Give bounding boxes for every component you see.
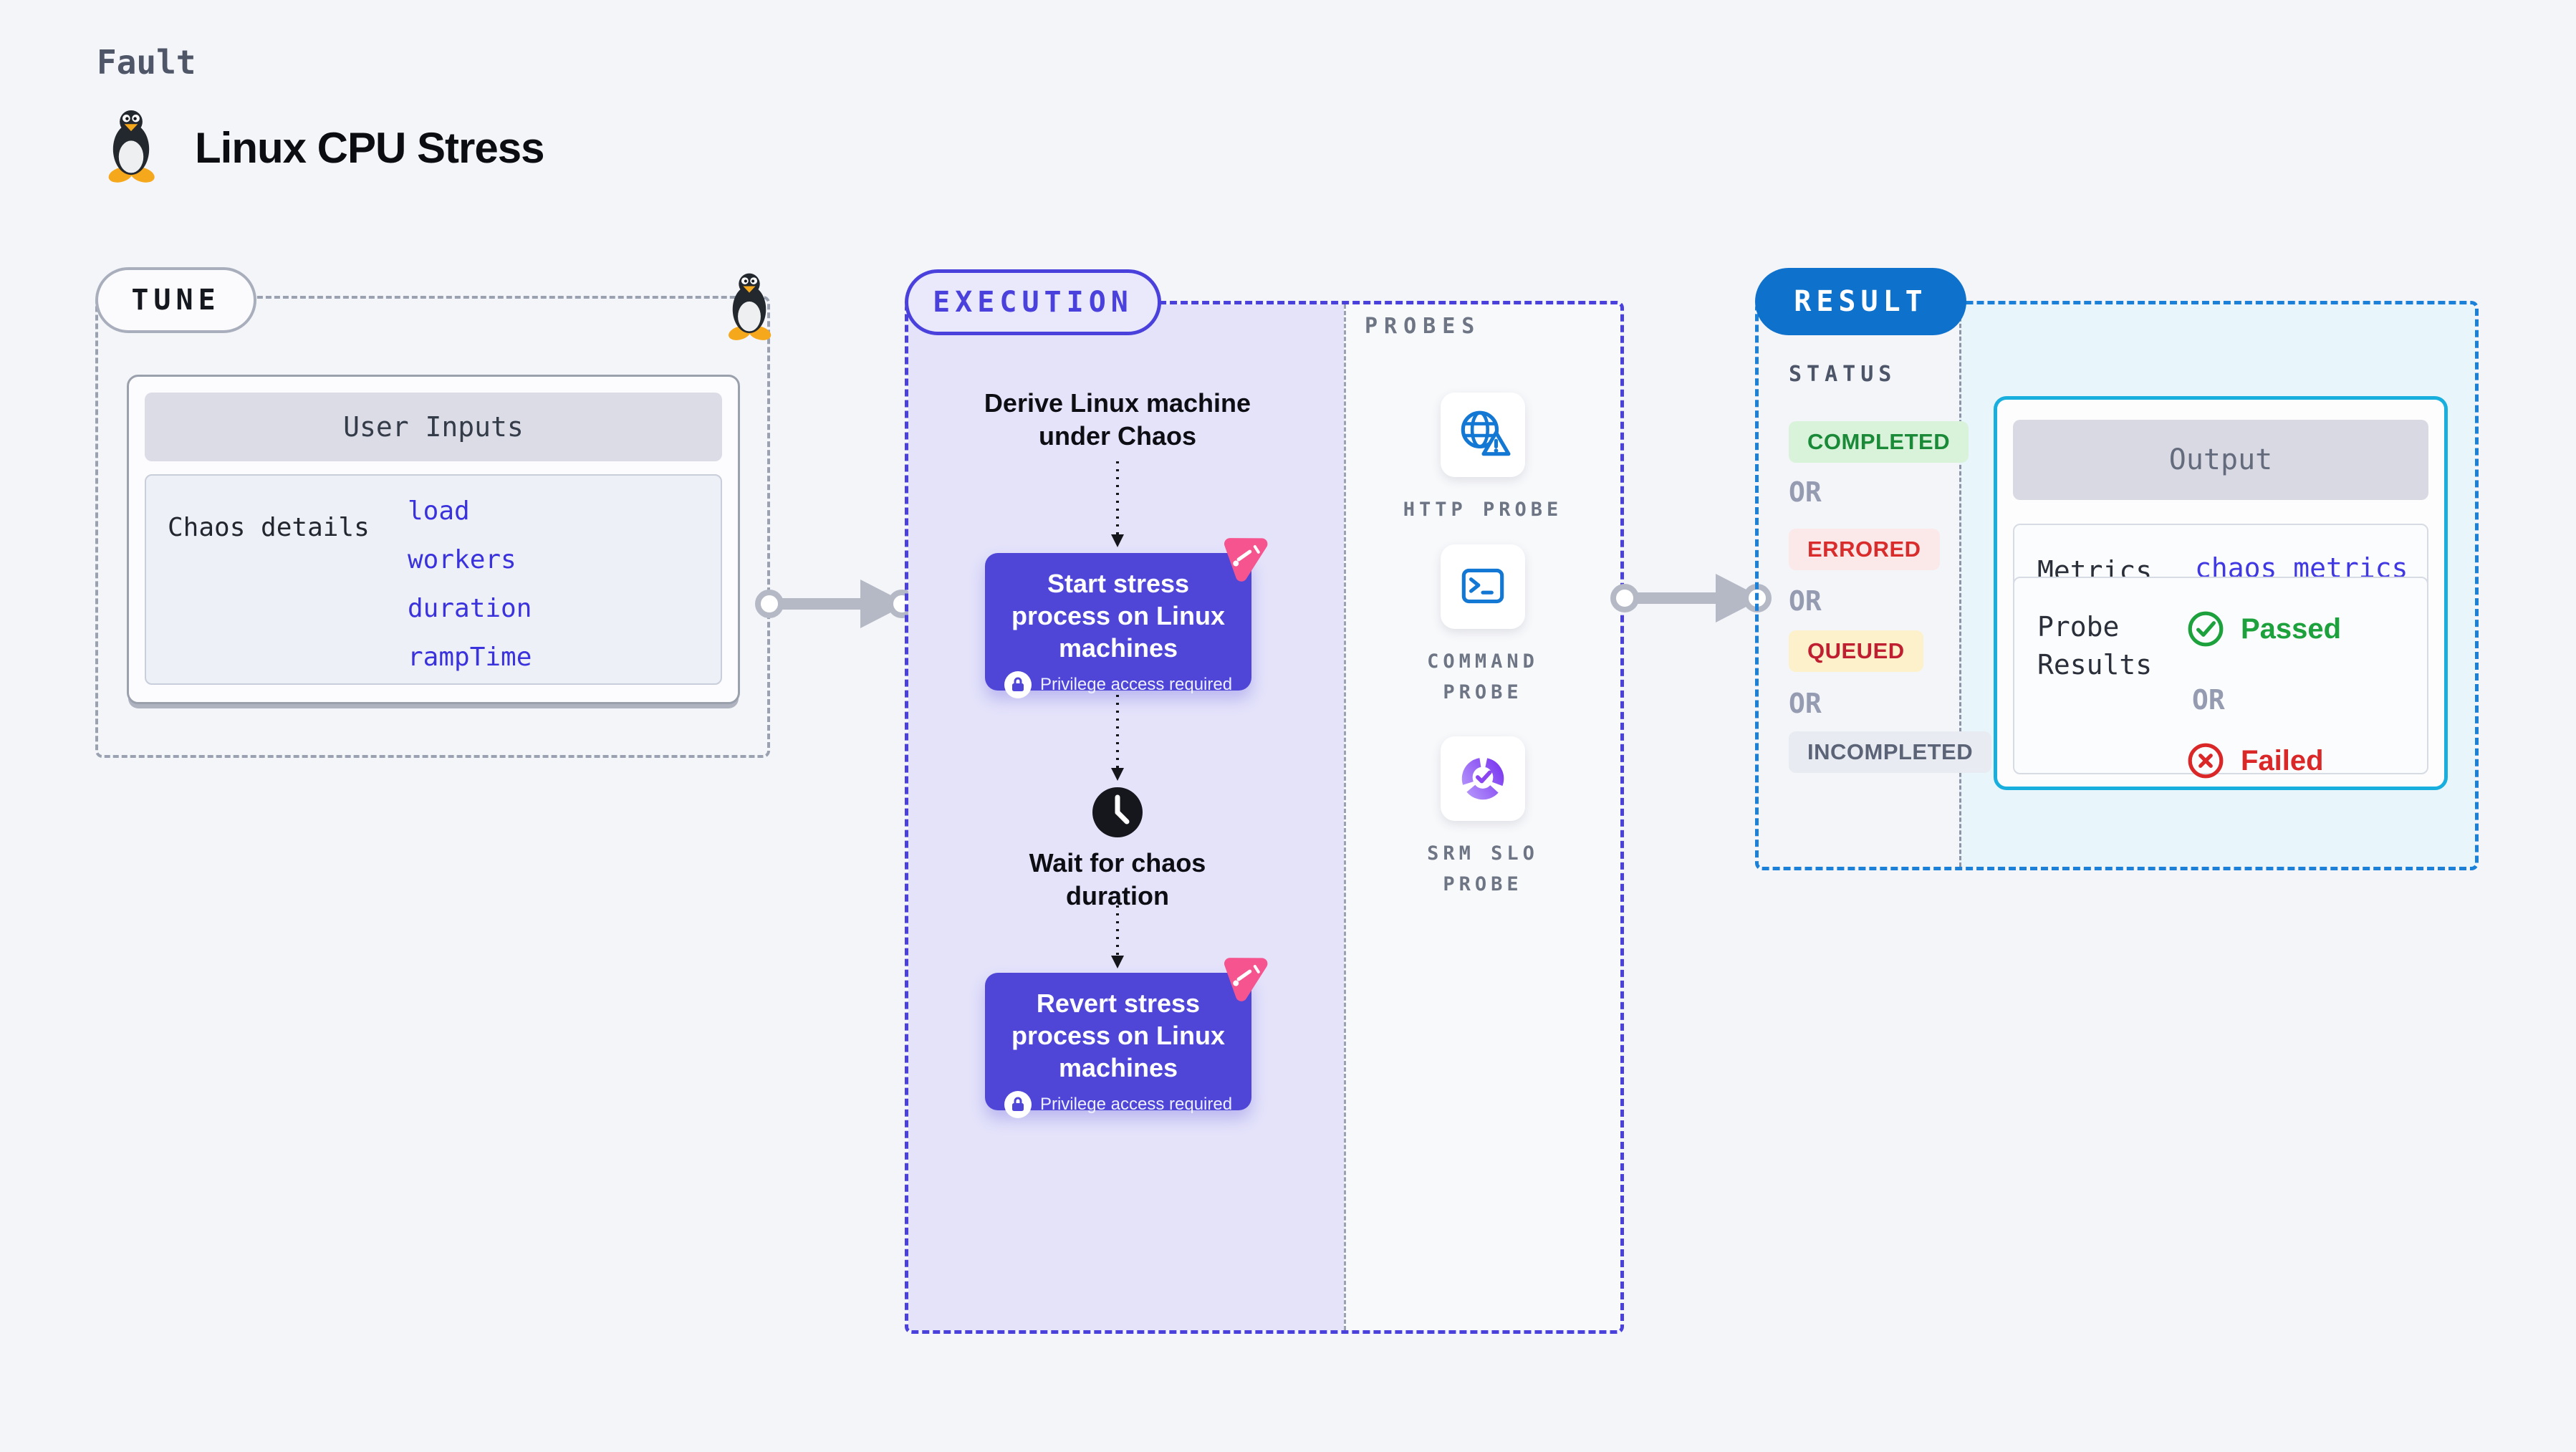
- passed-row: Passed: [2186, 610, 2341, 648]
- terminal-icon: [1461, 568, 1504, 604]
- connector-wait-revert: [1111, 905, 1124, 968]
- tune-tux-icon: [726, 273, 773, 341]
- privilege-row: Privilege access required: [985, 1091, 1251, 1118]
- result-badge: RESULT: [1755, 268, 1966, 335]
- http-probe-item: HTTP PROBE: [1383, 393, 1583, 525]
- check-circle-icon: [2188, 611, 2224, 647]
- connector-derive-start: [1111, 461, 1124, 547]
- privilege-note: Privilege access required: [1039, 1095, 1233, 1114]
- status-badge-errored: ERRORED: [1789, 529, 1940, 570]
- srm-slo-probe-label: SRM SLO PROBE: [1427, 842, 1539, 896]
- status-title: STATUS: [1789, 362, 1897, 387]
- failed-label: Failed: [2241, 744, 2324, 777]
- probe-results-label: Probe Results: [2037, 611, 2153, 681]
- chaos-details-label: Chaos details: [168, 513, 370, 542]
- param-duration: duration: [408, 594, 532, 623]
- output-panel: Output Metrics chaos metrics Probe Resul…: [1994, 396, 2448, 790]
- command-probe-label: COMMAND PROBE: [1427, 650, 1539, 704]
- or-separator: OR: [1789, 688, 1822, 719]
- globe-alert-icon: [1461, 410, 1511, 456]
- or-separator: OR: [2192, 684, 2225, 716]
- probe-results-row: Probe Results Passed OR Faile: [2013, 577, 2428, 779]
- srm-slo-probe-card: [1441, 736, 1525, 821]
- command-probe-card: [1441, 544, 1525, 629]
- lock-icon: [1004, 1091, 1032, 1118]
- execution-badge: EXECUTION: [905, 269, 1161, 335]
- derive-step-text: Derive Linux machine under Chaos: [984, 388, 1251, 451]
- linux-tux-icon: [107, 110, 157, 183]
- chaos-details-box: Chaos details load workers duration ramp…: [145, 474, 722, 685]
- status-badge-completed: COMPLETED: [1789, 421, 1969, 463]
- start-stress-label: Start stress process on Linux machines: [1011, 569, 1226, 663]
- privilege-row: Privilege access required: [985, 671, 1251, 698]
- user-inputs-title: User Inputs: [145, 393, 722, 461]
- revert-stress-step: Revert stress process on Linux machines …: [985, 973, 1251, 1118]
- http-probe-label: HTTP PROBE: [1403, 499, 1563, 521]
- connector-start-wait: [1111, 695, 1124, 781]
- param-workers: workers: [408, 545, 516, 574]
- probes-title: PROBES: [1365, 314, 1481, 339]
- slo-donut-check-icon: [1461, 757, 1504, 800]
- lock-icon: [1004, 671, 1032, 698]
- output-title: Output: [2013, 420, 2428, 500]
- chaos-params-list: load workers duration rampTime: [408, 487, 532, 682]
- param-load: load: [408, 496, 470, 526]
- execution-to-result-arrow: [1608, 555, 1773, 641]
- start-stress-step: Start stress process on Linux machines P…: [985, 553, 1251, 698]
- srm-slo-probe-item: SRM SLO PROBE: [1383, 736, 1583, 900]
- tune-to-execution-arrow: [753, 561, 918, 647]
- user-inputs-card: User Inputs Chaos details load workers d…: [127, 375, 740, 704]
- or-separator: OR: [1789, 585, 1822, 617]
- page-title: Linux CPU Stress: [195, 124, 544, 172]
- passed-label: Passed: [2241, 612, 2342, 645]
- command-probe-item: COMMAND PROBE: [1383, 544, 1583, 708]
- chaos-badge-icon: [1224, 538, 1268, 582]
- x-circle-icon: [2188, 743, 2224, 779]
- failed-row: Failed: [2186, 741, 2324, 780]
- tune-section-frame: [95, 296, 770, 758]
- privilege-note: Privilege access required: [1039, 675, 1233, 694]
- chaos-badge-icon: [1224, 958, 1268, 1001]
- tune-badge: TUNE: [95, 267, 256, 333]
- clock-icon: [1092, 787, 1143, 837]
- or-separator: OR: [1789, 476, 1822, 508]
- fault-kicker: Fault: [97, 43, 196, 82]
- revert-stress-label: Revert stress process on Linux machines: [1011, 989, 1226, 1082]
- status-badge-queued: QUEUED: [1789, 630, 1923, 672]
- http-probe-card: [1441, 393, 1525, 477]
- status-badge-incompleted: INCOMPLETED: [1789, 731, 1992, 773]
- wait-step-text: Wait for chaos duration: [1029, 848, 1206, 911]
- param-ramptime: rampTime: [408, 643, 532, 672]
